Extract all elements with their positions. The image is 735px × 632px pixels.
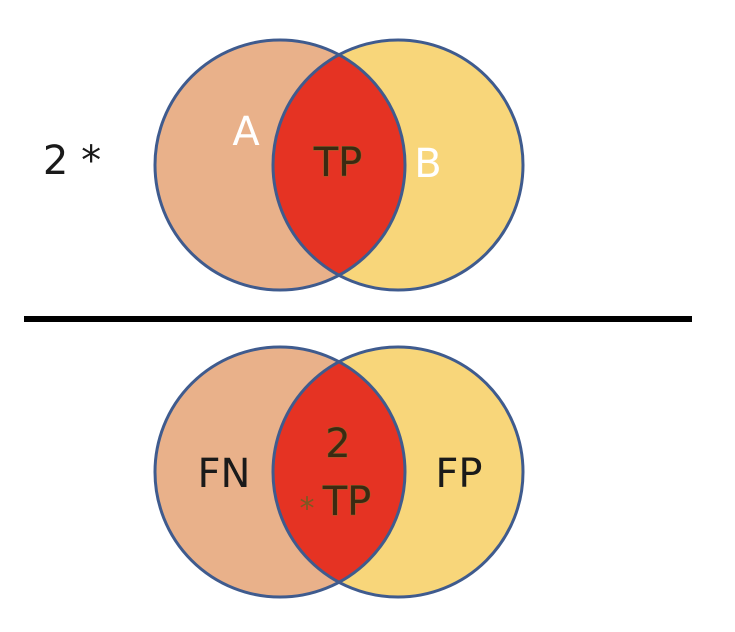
multiplier-label: 2 * xyxy=(43,138,101,184)
intersection-2tp xyxy=(273,347,405,597)
circle-fn-outline xyxy=(153,345,407,599)
circle-a-outline xyxy=(153,38,407,292)
fn-label: FN xyxy=(198,451,251,497)
circle-a-label: A xyxy=(232,109,260,155)
circle-b-outline xyxy=(271,38,525,292)
fp-label: FP xyxy=(435,451,482,497)
numerator-venn: 2 * A B TP xyxy=(43,38,525,292)
circle-fp-outline xyxy=(271,345,525,599)
circle-b-label: B xyxy=(414,141,441,187)
overlap-tp-label: TP xyxy=(313,140,363,186)
denominator-venn: FN FP 2 * TP xyxy=(153,345,525,599)
overlap-2-label: 2 xyxy=(325,421,350,467)
overlap-tp-label-bottom: TP xyxy=(322,479,372,525)
overlap-star-label: * xyxy=(300,492,315,527)
intersection-tp xyxy=(273,40,405,290)
fraction-divider xyxy=(24,316,692,322)
